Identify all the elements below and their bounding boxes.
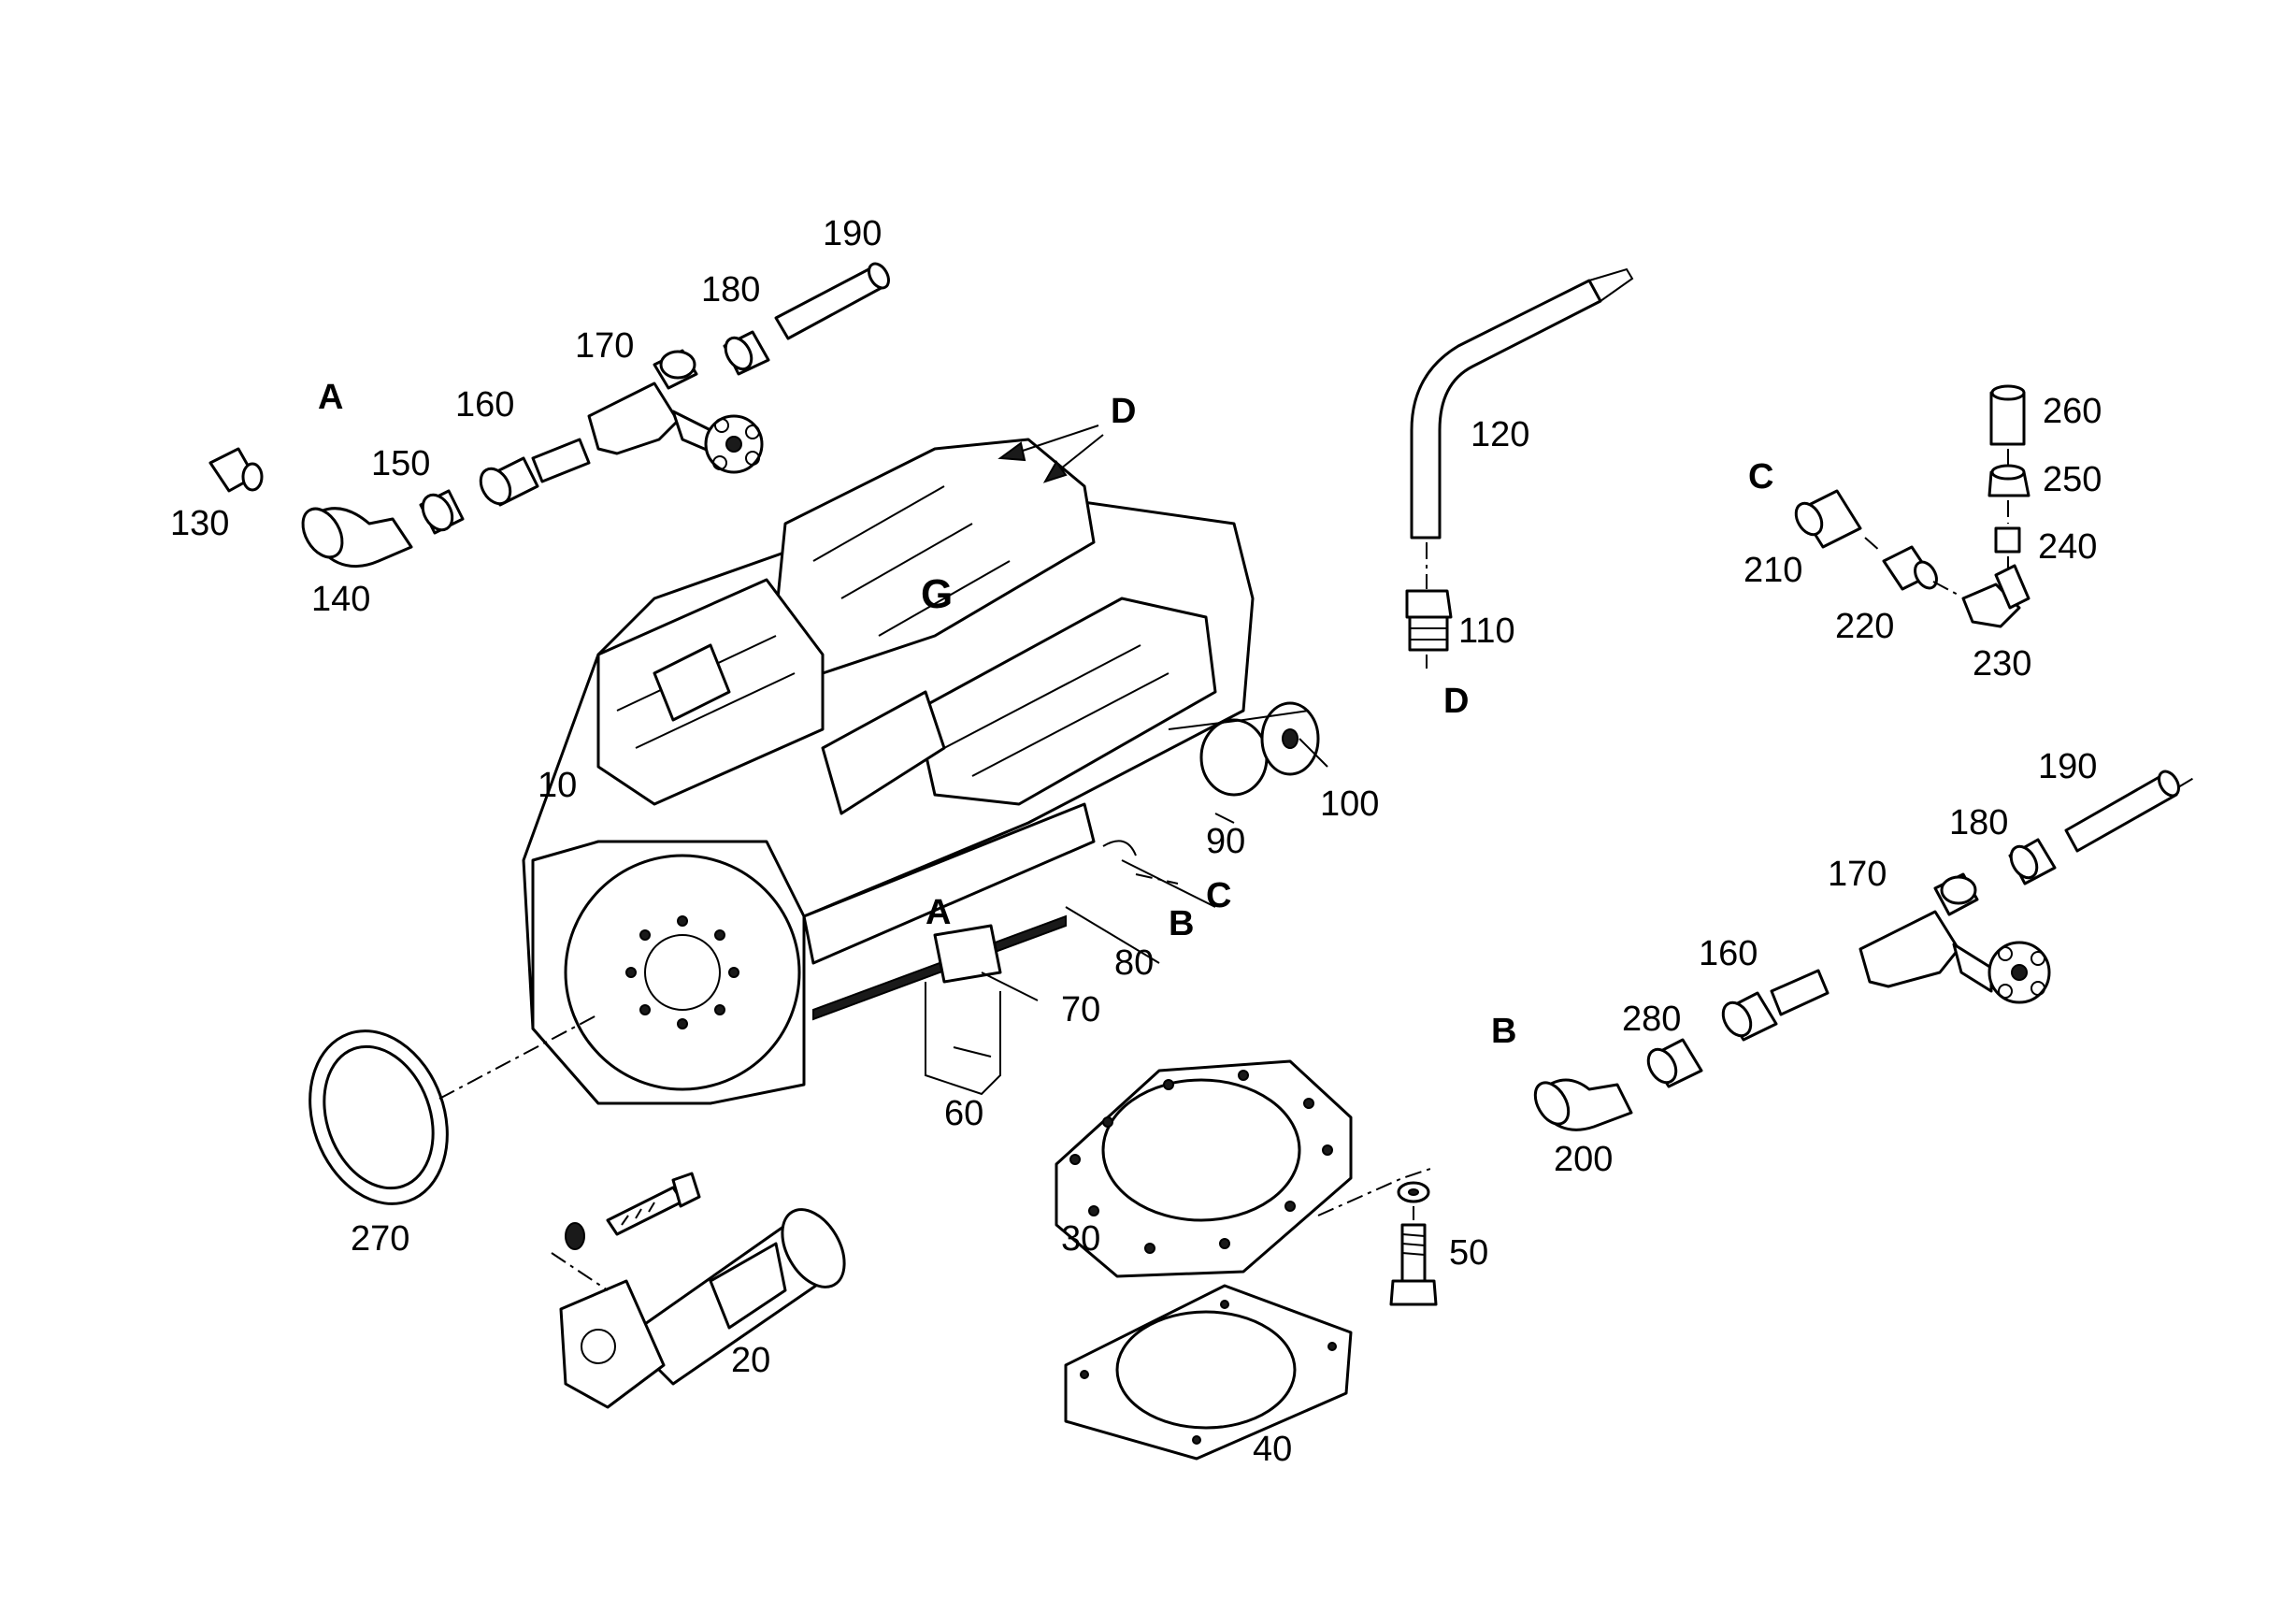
group-label-c-engine: C (1206, 876, 1231, 915)
group-label-d-top: D (1111, 392, 1136, 431)
part-label: 40 (1253, 1430, 1292, 1469)
part-label: 70 (1061, 990, 1100, 1029)
part-label: 20 (731, 1341, 770, 1380)
part-label: 240 (2038, 527, 2097, 567)
part-20-pump (551, 1172, 846, 1409)
part-270-seal (309, 1014, 599, 1205)
engine-callout-lines (981, 738, 1328, 1001)
group-label-a-engine: A (926, 893, 951, 932)
part-label: 50 (1449, 1233, 1488, 1273)
part-label: 160 (1699, 934, 1758, 973)
part-label: 250 (2043, 460, 2102, 499)
svg-text:G: G (921, 571, 953, 617)
part-label: 190 (2038, 747, 2097, 786)
part-label: 230 (1973, 644, 2031, 684)
group-label-a-top: A (318, 378, 343, 417)
part-label: 30 (1061, 1219, 1100, 1259)
group-label-c-right: C (1748, 457, 1773, 497)
part-50-bolt (1389, 1181, 1438, 1306)
part-label: 170 (575, 326, 634, 366)
part-label: 80 (1114, 943, 1154, 983)
assembly-b-fittings (1533, 770, 2198, 1131)
part-label: 90 (1206, 822, 1245, 861)
part-label: 170 (1828, 855, 1887, 894)
part-60-bracket (925, 982, 1001, 1096)
part-label: 100 (1320, 784, 1379, 824)
part-label: 180 (701, 270, 760, 309)
part-label: 130 (170, 504, 229, 543)
part-30-plate (1055, 1059, 1431, 1278)
d-arrows (997, 425, 1104, 483)
assembly-c-fittings (1794, 384, 2031, 628)
group-label-b-right: B (1491, 1012, 1516, 1051)
part-label: 190 (823, 214, 882, 253)
assembly-a-fittings (208, 262, 890, 569)
part-label: 140 (311, 580, 370, 619)
part-label: 210 (1744, 551, 1802, 590)
part-label: 270 (351, 1219, 409, 1259)
part-40-gasket (1064, 1284, 1353, 1461)
part-label: 150 (371, 444, 430, 483)
part-label: 220 (1835, 607, 1894, 646)
group-label-b-engine: B (1169, 904, 1194, 943)
part-label: 180 (1949, 803, 2008, 842)
part-label: 260 (2043, 392, 2102, 431)
part-label: 110 (1458, 612, 1515, 651)
part-label: 60 (944, 1094, 983, 1133)
part-label: 10 (538, 766, 577, 805)
group-label-d-bottom: D (1443, 682, 1469, 721)
engine-block: G (522, 438, 1320, 1105)
part-label: 280 (1622, 1000, 1681, 1039)
part-110-120-tube (1405, 267, 1634, 669)
part-label: 160 (455, 385, 514, 425)
part-label: 200 (1554, 1140, 1613, 1179)
part-label: 120 (1471, 415, 1529, 454)
